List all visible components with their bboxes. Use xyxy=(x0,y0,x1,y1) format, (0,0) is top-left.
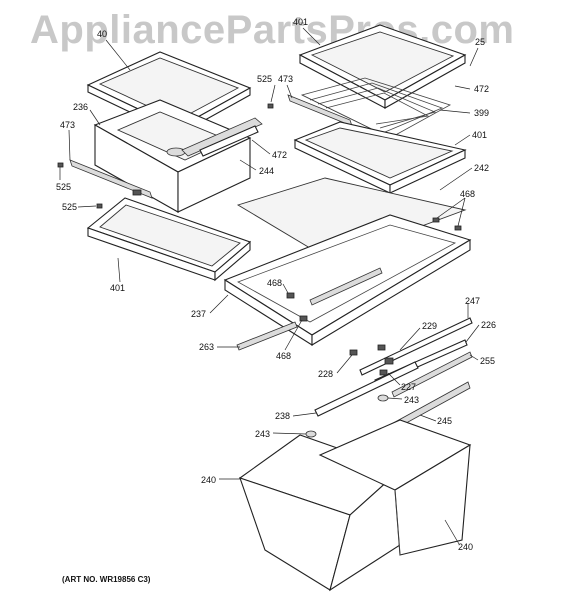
callout-525: 525 xyxy=(62,202,78,212)
callout-243: 243 xyxy=(404,395,420,405)
callout-401: 401 xyxy=(293,17,309,27)
callout-401: 401 xyxy=(472,130,488,140)
callout-473: 473 xyxy=(60,120,76,130)
callout-229: 229 xyxy=(422,321,438,331)
callout-255: 255 xyxy=(480,356,496,366)
callout-468: 468 xyxy=(267,278,283,288)
callout-240: 240 xyxy=(201,475,217,485)
callout-228: 228 xyxy=(318,369,334,379)
callout-226: 226 xyxy=(481,320,497,330)
leader-lines xyxy=(59,27,480,545)
art-number: (ART NO. WR19856 C3) xyxy=(62,575,151,584)
callout-25: 25 xyxy=(475,37,486,47)
callout-236: 236 xyxy=(73,102,89,112)
crisper-drawer-240-left xyxy=(238,434,402,592)
clips-228-229-227 xyxy=(349,344,394,376)
rail-263 xyxy=(236,321,298,351)
glass-panel-242 xyxy=(236,177,467,261)
callout-401: 401 xyxy=(110,283,126,293)
clips-468-right xyxy=(432,217,462,231)
callout-245: 245 xyxy=(437,416,453,426)
callout-247: 247 xyxy=(465,296,481,306)
callout-263: 263 xyxy=(199,342,215,352)
rail-244 xyxy=(181,117,263,157)
callout-237: 237 xyxy=(191,309,207,319)
callout-238: 238 xyxy=(275,411,291,421)
callout-40: 40 xyxy=(97,29,108,39)
screws-525 xyxy=(57,103,274,209)
callout-525: 525 xyxy=(56,182,72,192)
callout-468: 468 xyxy=(460,189,476,199)
callout-468: 468 xyxy=(276,351,292,361)
callout-473: 473 xyxy=(278,74,294,84)
callout-244: 244 xyxy=(259,166,275,176)
rail-238 xyxy=(314,361,419,417)
callout-240: 240 xyxy=(458,542,474,552)
side-rail-473-right xyxy=(287,94,353,127)
callout-525: 525 xyxy=(257,74,273,84)
callout-472: 472 xyxy=(272,150,288,160)
callout-242: 242 xyxy=(474,163,490,173)
callout-243: 243 xyxy=(255,429,271,439)
callout-472: 472 xyxy=(474,84,490,94)
callout-227: 227 xyxy=(401,382,417,392)
shelf-401-lower-left xyxy=(86,197,252,282)
crisper-drawer-240-right xyxy=(318,419,472,556)
callout-399: 399 xyxy=(474,108,490,118)
side-rail-473-left xyxy=(69,159,153,199)
drawer-236 xyxy=(93,99,252,213)
shelf-401-middle-right xyxy=(293,121,467,194)
